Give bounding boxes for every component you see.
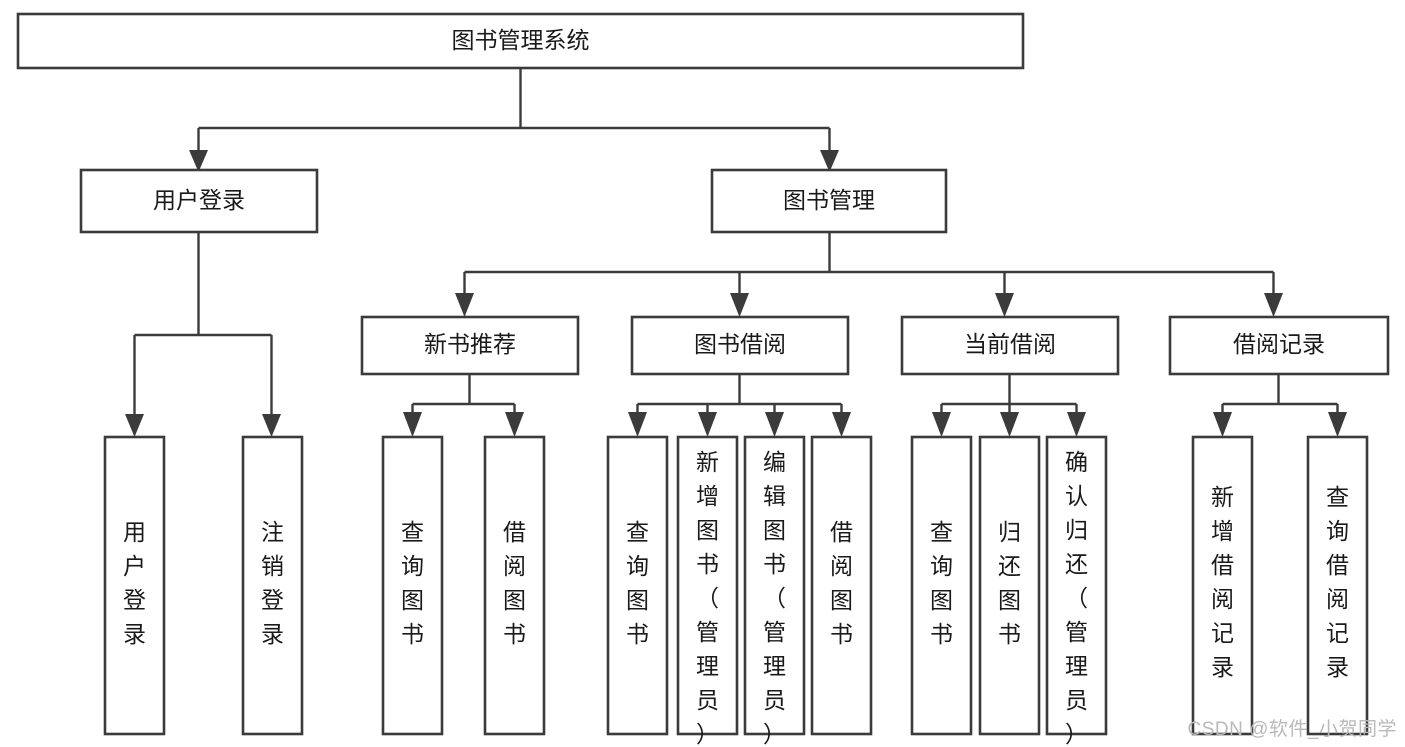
arrowhead-leaf-9 [932, 412, 951, 437]
arrowhead-leaf-5 [628, 412, 647, 437]
arrowhead-leaf-6 [698, 412, 717, 437]
leaf-node-7[interactable]: 编辑图书（管理员） [743, 435, 806, 747]
node-borrow-record-label: 借阅记录 [1233, 331, 1325, 357]
node-user-login-box[interactable] [79, 168, 319, 234]
leaf-node-12[interactable]: 新增借阅记录 [1191, 435, 1254, 736]
node-book-borrow[interactable]: 图书借阅 [630, 315, 850, 376]
leaf-node-9[interactable]: 查询图书 [910, 435, 973, 736]
leaf-node-2-label: 注销登录 [261, 519, 284, 647]
leaf-node-2[interactable]: 注销登录 [241, 435, 304, 736]
leaf-node-3-box[interactable] [381, 435, 444, 736]
leaf-node-2-box[interactable] [241, 435, 304, 736]
leaf-node-5[interactable]: 查询图书 [606, 435, 669, 736]
leaf-node-1[interactable]: 用户登录 [103, 435, 166, 736]
leaf-node-13[interactable]: 查询借阅记录 [1306, 435, 1369, 736]
leaf-node-9-box[interactable] [910, 435, 973, 736]
node-book-borrow-label: 图书借阅 [694, 331, 786, 357]
node-book-manage-box[interactable] [710, 168, 948, 234]
arrowhead-leaf-3 [403, 412, 422, 437]
leaf-node-9-label: 查询图书 [930, 519, 953, 647]
node-user-login-label: 用户登录 [153, 187, 245, 213]
node-root-box[interactable] [16, 12, 1025, 70]
arrowhead-book-borrow [730, 293, 749, 317]
leaf-node-8[interactable]: 借阅图书 [810, 435, 873, 736]
arrowhead-leaf-8 [832, 412, 851, 437]
leaf-node-6-label: 新增图书（管理员） [696, 449, 719, 747]
leaf-node-1-box[interactable] [103, 435, 166, 736]
node-current-borrow-label: 当前借阅 [964, 331, 1056, 357]
node-current-borrow[interactable]: 当前借阅 [900, 315, 1120, 376]
arrowhead-root-to-user-login [189, 150, 208, 172]
node-borrow-record-box[interactable] [1168, 315, 1390, 376]
leaf-node-12-label: 新增借阅记录 [1211, 484, 1234, 680]
leaf-node-13-box[interactable] [1306, 435, 1369, 736]
node-book-manage[interactable]: 图书管理 [710, 168, 948, 234]
node-root[interactable]: 图书管理系统 [16, 12, 1025, 70]
leaf-node-7-box[interactable] [743, 435, 806, 736]
leaf-node-6-box[interactable] [676, 435, 739, 736]
connector-layer [125, 68, 1347, 437]
node-new-book-rec-label: 新书推荐 [424, 331, 516, 357]
node-book-borrow-box[interactable] [630, 315, 850, 376]
leaf-node-3[interactable]: 查询图书 [381, 435, 444, 736]
leaf-node-10[interactable]: 归还图书 [978, 435, 1041, 736]
leaf-node-8-box[interactable] [810, 435, 873, 736]
leaf-node-4-label: 借阅图书 [503, 519, 526, 647]
node-user-login[interactable]: 用户登录 [79, 168, 319, 234]
arrowhead-leaf-4 [505, 412, 524, 437]
arrowhead-leaf-7 [765, 412, 784, 437]
leaf-node-10-box[interactable] [978, 435, 1041, 736]
arrowhead-leaf-2 [262, 414, 281, 437]
arrowhead-leaf-11 [1067, 412, 1086, 437]
arrowhead-leaf-12 [1213, 412, 1232, 437]
leaf-node-6[interactable]: 新增图书（管理员） [676, 435, 739, 747]
leaf-node-1-label: 用户登录 [123, 519, 146, 647]
leaf-node-11-label: 确认归还（管理员） [1065, 449, 1088, 747]
node-borrow-record[interactable]: 借阅记录 [1168, 315, 1390, 376]
leaf-node-12-box[interactable] [1191, 435, 1254, 736]
leaf-node-13-label: 查询借阅记录 [1326, 484, 1349, 680]
leaf-node-5-label: 查询图书 [626, 519, 649, 647]
node-current-borrow-box[interactable] [900, 315, 1120, 376]
arrowhead-current-borrow [995, 293, 1014, 317]
arrowhead-borrow-record [1264, 293, 1283, 317]
node-book-manage-label: 图书管理 [783, 187, 875, 213]
leaf-node-7-label: 编辑图书（管理员） [763, 449, 786, 747]
node-root-label: 图书管理系统 [452, 27, 590, 53]
leaf-node-11-box[interactable] [1045, 435, 1108, 736]
leaf-node-5-box[interactable] [606, 435, 669, 736]
leaf-node-3-label: 查询图书 [401, 519, 424, 647]
leaf-node-8-label: 借阅图书 [830, 519, 853, 647]
node-new-book-rec[interactable]: 新书推荐 [360, 315, 580, 376]
leaf-node-11[interactable]: 确认归还（管理员） [1045, 435, 1108, 747]
node-new-book-rec-box[interactable] [360, 315, 580, 376]
arrowhead-root-to-book-manage [820, 150, 839, 172]
leaf-node-4[interactable]: 借阅图书 [483, 435, 546, 736]
arrowhead-leaf-13 [1328, 412, 1347, 437]
leaf-node-10-label: 归还图书 [998, 519, 1021, 647]
arrowhead-leaf-1 [125, 414, 144, 437]
arrowhead-leaf-10 [1000, 412, 1019, 437]
arrowhead-new-book-rec [455, 293, 474, 317]
leaf-node-4-box[interactable] [483, 435, 546, 736]
